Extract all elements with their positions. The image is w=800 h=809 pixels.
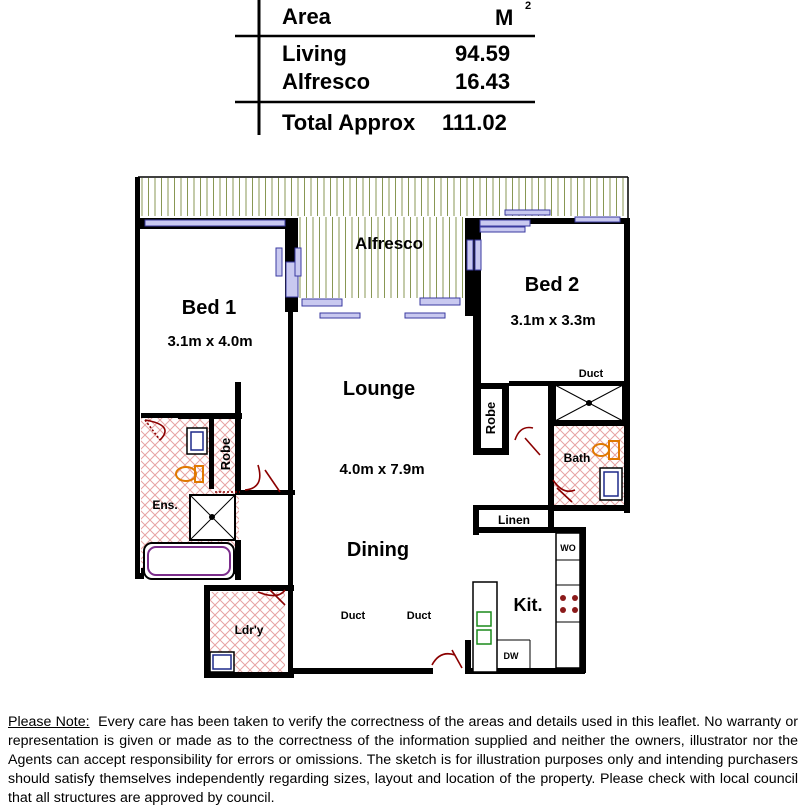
- note-lead: Please Note:: [8, 714, 90, 730]
- kitchen-fixtures: [472, 532, 581, 673]
- ensuite-fixtures: [143, 427, 236, 580]
- linen-label: Linen: [498, 513, 530, 527]
- room-label-kitchen: Kit.: [514, 595, 543, 615]
- wall-oven-label: WO: [560, 543, 576, 553]
- laundry-fixtures: [209, 651, 235, 673]
- room-label-bath: Bath: [564, 451, 591, 465]
- room-label-dining: Dining: [347, 539, 409, 561]
- room-size-lounge: 4.0m x 7.9m: [339, 461, 424, 478]
- room-size-bed2: 3.1m x 3.3m: [510, 312, 595, 329]
- area-header-label: Area: [282, 4, 331, 29]
- duct-label-bath: Duct: [579, 368, 604, 380]
- windows: [144, 209, 621, 319]
- door-swings: [144, 419, 576, 669]
- room-label-alfresco: Alfresco: [355, 234, 423, 253]
- note-text: Every care has been taken to verify the …: [8, 714, 799, 806]
- room-label-bed2: Bed 2: [525, 274, 579, 296]
- area-header-unit-sup: 2: [525, 0, 532, 12]
- robe-label-bed1: Robe: [218, 438, 233, 471]
- duct-label-dining-2: Duct: [407, 610, 432, 622]
- area-total-value: 111.02: [442, 110, 507, 135]
- room-label-bed1: Bed 1: [182, 297, 236, 319]
- area-table: Area M 2 Living 94.59 Alfresco 16.43 Tot…: [235, 0, 535, 135]
- area-row-value: 16.43: [455, 69, 511, 94]
- room-label-laundry: Ldr'y: [235, 623, 264, 637]
- bath-fixtures: [554, 384, 624, 501]
- disclaimer-note: Please Note: Every care has been taken t…: [8, 713, 798, 808]
- area-table-lines: [235, 0, 535, 135]
- duct-label-dining-1: Duct: [341, 610, 366, 622]
- area-total-label: Total Approx: [282, 110, 416, 135]
- dishwasher-label: DW: [504, 651, 519, 661]
- robe-label-bed2: Robe: [483, 402, 498, 435]
- room-size-bed1: 3.1m x 4.0m: [167, 333, 252, 350]
- room-label-lounge: Lounge: [343, 378, 415, 400]
- area-row-label: Alfresco: [282, 69, 371, 94]
- area-row-value: 94.59: [455, 41, 511, 66]
- room-label-ensuite: Ens.: [152, 498, 177, 512]
- area-header-unit: M: [495, 5, 514, 30]
- area-row-label: Living: [282, 41, 347, 66]
